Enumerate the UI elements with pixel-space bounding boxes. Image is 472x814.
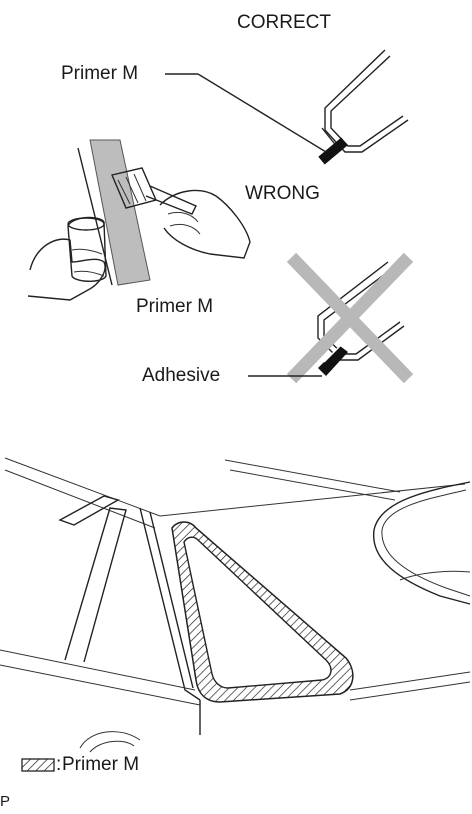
- correct-label: CORRECT: [237, 12, 331, 33]
- x-mark-icon: [286, 252, 414, 384]
- primer-label-top: Primer M: [61, 63, 139, 84]
- adhesive-label: Adhesive: [142, 365, 221, 386]
- hatched-swatch-icon: [21, 758, 55, 772]
- wrong-label: WRONG: [245, 183, 320, 204]
- car-body-illustration: [0, 457, 471, 753]
- corner-code: P: [0, 793, 11, 810]
- primer-label-middle: Primer M: [136, 296, 214, 317]
- legend-primer-label: Primer M: [62, 754, 140, 775]
- primer-leader-top: [165, 73, 327, 153]
- correct-detail: [318, 49, 409, 165]
- brush-illustration: [27, 139, 251, 301]
- legend-colon: :: [56, 754, 62, 775]
